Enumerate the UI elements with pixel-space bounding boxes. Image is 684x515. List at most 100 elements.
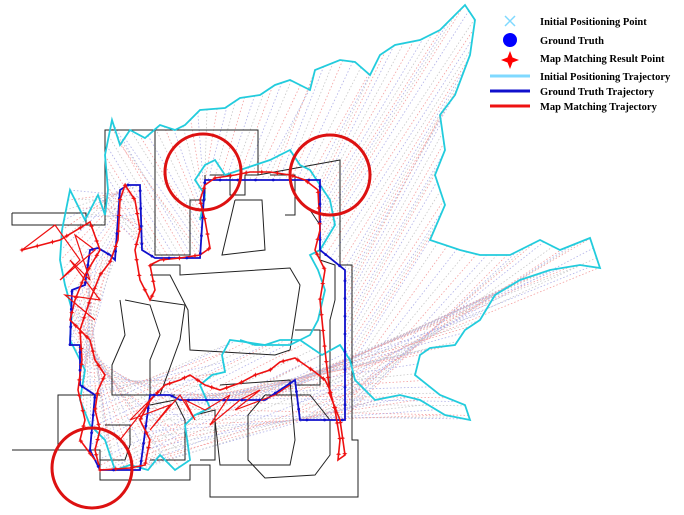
- error-link: [297, 247, 594, 404]
- error-link: [302, 67, 362, 181]
- ground-truth-point: [83, 281, 87, 285]
- map-matching-point: [86, 300, 92, 306]
- error-link: [296, 267, 600, 392]
- error-link: [319, 58, 379, 181]
- map-matching-point: [315, 189, 321, 195]
- ground-truth-point: [340, 418, 344, 422]
- map-matching-point: [209, 384, 215, 390]
- map-matching-point: [133, 241, 140, 247]
- map-matching-point: [94, 238, 100, 244]
- error-link: [80, 248, 99, 398]
- map-matching-point: [98, 271, 104, 277]
- error-link: [86, 270, 106, 441]
- error-link: [119, 371, 354, 471]
- ground-truth-point: [343, 403, 347, 407]
- outer-wall: [12, 129, 359, 498]
- map-matching-point: [80, 408, 86, 414]
- error-link: [92, 343, 257, 422]
- error-link: [296, 61, 354, 181]
- legend-item-ground-truth: Ground Truth: [503, 33, 604, 47]
- error-link: [78, 257, 116, 359]
- ground-truth-point: [338, 264, 342, 268]
- error-link: [79, 357, 204, 412]
- ground-truth-point: [152, 393, 156, 397]
- error-link: [344, 122, 442, 305]
- map-matching-spikes-left: [21, 224, 102, 321]
- error-link: [319, 10, 470, 246]
- map-matching-point: [113, 243, 119, 250]
- map-matching-point: [304, 179, 310, 185]
- map-matching-point: [81, 315, 87, 321]
- ground-truth-point: [198, 252, 202, 255]
- ground-truth-point: [78, 350, 82, 354]
- error-link: [74, 198, 141, 203]
- map-matching-point: [161, 257, 167, 263]
- map-matching-point: [115, 228, 122, 234]
- map-matching-point: [318, 312, 325, 318]
- map-matching-point: [198, 200, 204, 206]
- error-link: [137, 395, 371, 471]
- map-matching-point: [79, 280, 85, 286]
- ground-truth-point: [273, 391, 277, 395]
- error-link: [344, 237, 432, 376]
- ground-truth-point: [343, 332, 347, 336]
- ground-truth-point: [80, 385, 84, 388]
- map-matching-point: [238, 379, 245, 385]
- error-link: [314, 67, 375, 181]
- legend-item-initial-point: Initial Positioning Point: [504, 15, 647, 28]
- error-link: [79, 346, 188, 424]
- legend-item-map-matching-trajectory: Map Matching Trajectory: [490, 102, 658, 113]
- central-hall: [150, 264, 301, 356]
- error-link: [66, 215, 119, 291]
- map-matching-point: [314, 251, 320, 257]
- ground-truth-point: [140, 242, 144, 246]
- error-link: [97, 349, 331, 467]
- error-link: [85, 276, 109, 450]
- ground-truth-point: [150, 254, 154, 258]
- map-matching-point: [88, 223, 95, 229]
- error-link: [83, 213, 141, 218]
- filled-circle-icon: [503, 33, 517, 47]
- map-matching-point: [337, 435, 343, 442]
- error-link: [344, 251, 468, 400]
- x-cross-icon: [504, 15, 516, 27]
- error-link: [334, 49, 472, 263]
- error-link: [147, 135, 203, 231]
- map-matching-point: [181, 375, 187, 381]
- error-link: [71, 227, 118, 311]
- error-link: [343, 68, 466, 270]
- error-link: [229, 320, 480, 401]
- map-matching-point: [145, 402, 151, 408]
- map-matching-point: [134, 257, 140, 263]
- lower-middle-room: [149, 399, 186, 461]
- error-link: [344, 112, 442, 299]
- map-matching-point: [290, 173, 296, 179]
- ground-truth-point: [185, 256, 189, 260]
- map-matching-point: [206, 246, 212, 252]
- error-link: [204, 108, 218, 183]
- error-link: [59, 198, 120, 261]
- ground-truth-point: [240, 398, 244, 402]
- ground-truth-point: [343, 350, 347, 354]
- error-link: [278, 66, 325, 181]
- map-matching-point: [259, 169, 265, 175]
- ground-truth-point: [343, 314, 347, 318]
- ground-truth-point: [96, 464, 100, 468]
- map-matching-point: [100, 376, 106, 382]
- map-matching-point: [78, 361, 85, 367]
- error-link: [261, 89, 310, 181]
- error-link: [70, 309, 158, 459]
- error-link: [92, 348, 314, 457]
- error-link: [182, 363, 418, 401]
- error-link: [70, 326, 180, 468]
- error-link: [344, 190, 441, 347]
- error-link: [344, 200, 444, 352]
- map-matching-point: [150, 278, 156, 284]
- error-link: [306, 248, 563, 421]
- map-matching-point: [137, 226, 143, 232]
- error-link: [104, 213, 143, 245]
- map-matching-point: [86, 266, 92, 272]
- error-link: [308, 73, 370, 181]
- error-link: [294, 264, 581, 381]
